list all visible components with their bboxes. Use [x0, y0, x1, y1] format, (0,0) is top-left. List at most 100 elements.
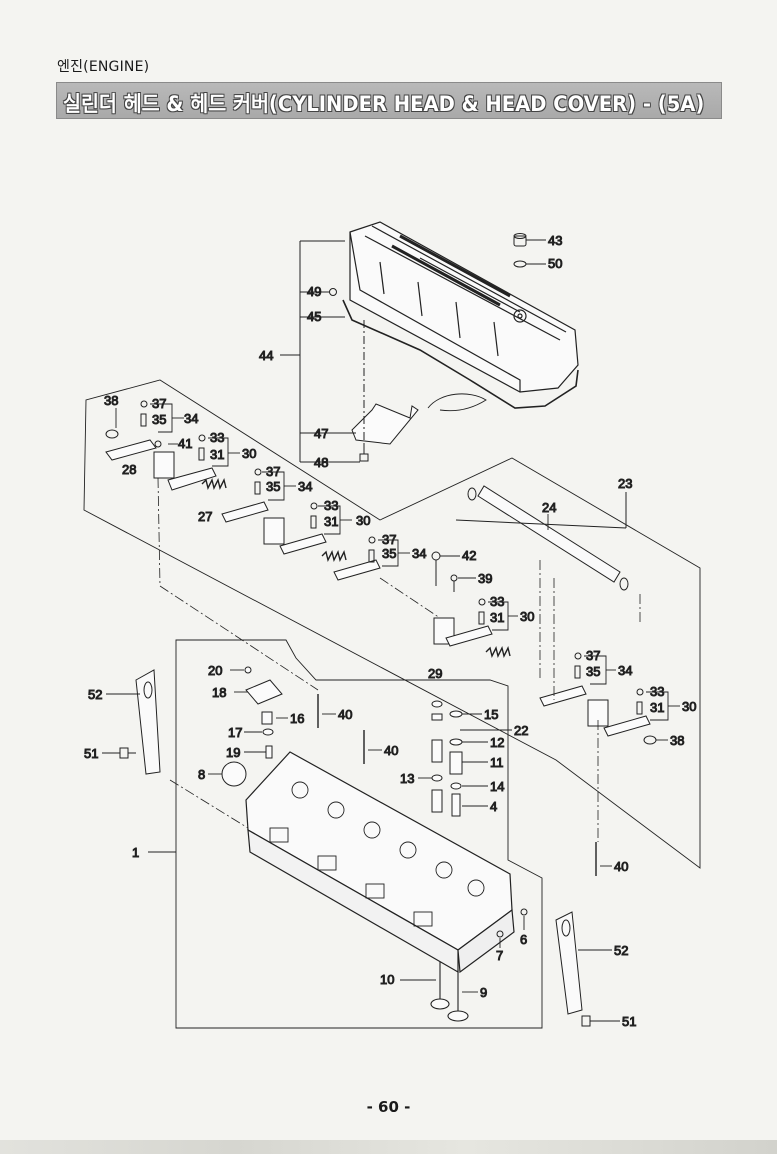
valves [430, 962, 469, 1022]
callout-39: 39 [478, 571, 492, 586]
callout-33c: 33 [490, 594, 504, 609]
callout-10: 10 [380, 972, 394, 987]
callout-52a: 52 [88, 687, 102, 702]
callout-18: 18 [212, 685, 226, 700]
bolt-48 [359, 444, 369, 462]
callout-30b: 30 [356, 513, 370, 528]
callout-6: 6 [520, 932, 527, 947]
page-title: 실린더 헤드 & 헤드 커버(CYLINDER HEAD & HEAD COVE… [63, 92, 705, 116]
side-parts [221, 666, 283, 787]
callout-51b: 51 [622, 1014, 636, 1029]
plug-6 [520, 908, 528, 916]
callout-35b: 35 [266, 479, 280, 494]
callout-44: 44 [259, 348, 273, 363]
callout-42: 42 [462, 548, 476, 563]
rocker-assembly-frame [83, 379, 701, 869]
callout-31b: 31 [324, 514, 338, 529]
callout-38a: 38 [104, 393, 118, 408]
callout-47: 47 [314, 426, 328, 441]
leader-lines [102, 403, 680, 1022]
callout-30a: 30 [242, 446, 256, 461]
cylinder-head-ports [269, 781, 485, 927]
callout-labels: 43 50 49 45 44 47 48 38 37 35 34 41 33 3… [84, 233, 697, 1030]
callout-34c: 34 [412, 546, 426, 561]
callout-4: 4 [490, 799, 497, 814]
callout-34b: 34 [298, 479, 312, 494]
oring-50 [513, 260, 527, 268]
callout-49: 49 [307, 284, 321, 299]
callout-11: 11 [490, 755, 504, 770]
callout-22: 22 [514, 723, 528, 738]
small-fasteners [105, 400, 657, 745]
callout-28: 28 [122, 462, 136, 477]
callout-24: 24 [542, 500, 556, 515]
callout-37d: 37 [586, 648, 600, 663]
callout-15: 15 [484, 707, 498, 722]
callout-9: 9 [480, 985, 487, 1000]
section-label: 엔진(ENGINE) [57, 59, 150, 75]
title-bar: 실린더 헤드 & 헤드 커버(CYLINDER HEAD & HEAD COVE… [56, 82, 722, 119]
callout-41: 41 [178, 436, 192, 451]
callout-40a: 40 [338, 707, 352, 722]
callout-35a: 35 [152, 412, 166, 427]
callout-16: 16 [290, 711, 304, 726]
page-number: - 60 - [366, 1098, 411, 1116]
callout-48: 48 [314, 455, 328, 470]
callout-31d: 31 [650, 700, 664, 715]
callout-37b: 37 [266, 464, 280, 479]
head-cover [349, 221, 579, 393]
callout-33b: 33 [324, 498, 338, 513]
assembly-guide-lines [157, 477, 641, 861]
cylinder-head-frame [175, 639, 543, 1029]
callout-7: 7 [496, 948, 503, 963]
callout-30d: 30 [682, 699, 696, 714]
callout-37a: 37 [152, 396, 166, 411]
nut-49 [329, 288, 337, 296]
callout-1: 1 [132, 845, 139, 860]
callout-50: 50 [548, 256, 562, 271]
callout-23: 23 [618, 476, 632, 491]
callout-33a: 33 [210, 430, 224, 445]
callout-40c: 40 [614, 859, 628, 874]
callout-12: 12 [490, 735, 504, 750]
scan-edge [0, 1140, 777, 1154]
bracket-44 [280, 240, 360, 463]
studs-40 [317, 694, 597, 876]
valve-springs [431, 700, 463, 817]
callout-13: 13 [400, 771, 414, 786]
callout-33d: 33 [650, 684, 664, 699]
callout-52b: 52 [614, 943, 628, 958]
callout-31c: 31 [490, 610, 504, 625]
rocker-springs [201, 477, 511, 659]
callout-43: 43 [548, 233, 562, 248]
callout-27: 27 [198, 509, 212, 524]
callout-30c: 30 [520, 609, 534, 624]
callout-20: 20 [208, 663, 222, 678]
bolts-51 [119, 747, 600, 1027]
callout-51a: 51 [84, 746, 98, 761]
callout-45: 45 [307, 309, 321, 324]
callout-35c: 35 [382, 546, 396, 561]
plate-47 [351, 403, 419, 445]
callout-29: 29 [428, 666, 442, 681]
callout-14: 14 [490, 779, 504, 794]
lifting-hook-left [135, 669, 161, 775]
callout-8: 8 [198, 767, 205, 782]
callout-19: 19 [226, 745, 240, 760]
callout-35d: 35 [586, 664, 600, 679]
callout-17: 17 [228, 725, 242, 740]
bracket-23 [455, 492, 627, 529]
oil-cap-43 [513, 233, 527, 247]
lifting-hook-right [555, 911, 583, 1015]
callout-34a: 34 [184, 411, 198, 426]
callout-34d: 34 [618, 663, 632, 678]
callout-40b: 40 [384, 743, 398, 758]
plug-7 [496, 930, 504, 938]
gasket-45 [342, 299, 579, 409]
rocker-shaft-24 [467, 485, 629, 591]
callout-31a: 31 [210, 447, 224, 462]
callout-38b: 38 [670, 733, 684, 748]
callout-37c: 37 [382, 532, 396, 547]
rocker-arms [105, 439, 651, 737]
